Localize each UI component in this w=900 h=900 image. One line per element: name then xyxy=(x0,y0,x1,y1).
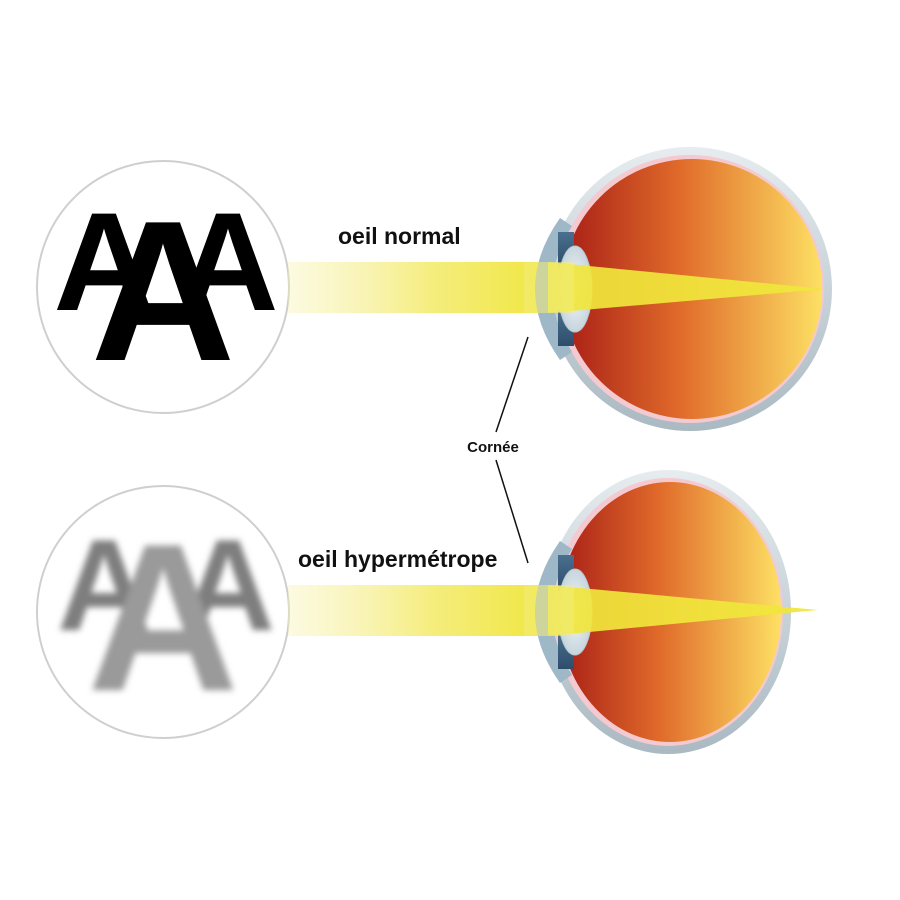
sharp-letters: A A A xyxy=(53,180,278,403)
label-hyperopic-eye: oeil hypermétrope xyxy=(298,546,497,572)
hyperopic-vision-panel: A A A oeil hypermétrope xyxy=(36,470,818,754)
blurred-letter-left: A xyxy=(57,512,151,658)
cornea-hyperopic xyxy=(535,541,572,683)
light-beam-hyperopic xyxy=(288,585,550,636)
normal-vision-panel: A A A oeil normal xyxy=(36,147,832,431)
cornea-normal xyxy=(535,218,572,360)
cornea-callout: Cornée xyxy=(467,336,529,564)
hyperopic-eye xyxy=(524,470,818,754)
cornea-leader-top xyxy=(495,336,529,433)
blurred-letter-center: A xyxy=(87,500,239,735)
label-normal-eye: oeil normal xyxy=(338,223,461,249)
light-cone-normal xyxy=(548,262,825,313)
sharp-letter-center: A xyxy=(91,180,235,403)
normal-eye xyxy=(524,147,832,431)
sharp-letter-right: A xyxy=(177,183,278,340)
light-beam-normal xyxy=(288,262,550,313)
beam-through-cornea-hyperopic xyxy=(524,585,574,636)
sharp-letter-left: A xyxy=(53,183,154,340)
beam-through-cornea-normal xyxy=(524,262,574,313)
label-cornea: Cornée xyxy=(467,439,519,456)
cornea-leader-bottom xyxy=(495,459,529,564)
blurred-letter-right: A xyxy=(181,512,275,658)
light-cone-hyperopic xyxy=(548,585,818,636)
blurred-letters: A A A xyxy=(57,500,275,735)
